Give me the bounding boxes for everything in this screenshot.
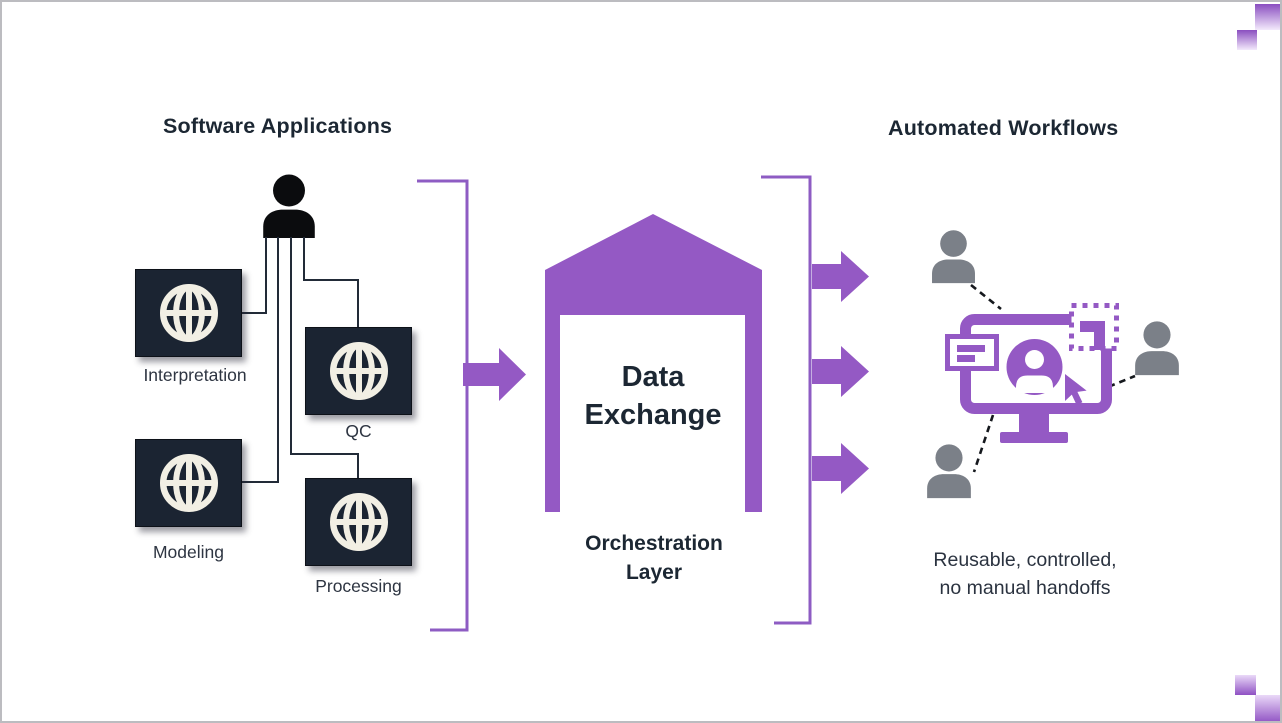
cursor-icon bbox=[1065, 374, 1087, 405]
corner-accent-bottom-right-small bbox=[1235, 675, 1256, 695]
workflow-illustration bbox=[945, 303, 1119, 443]
app-label-processing: Processing bbox=[315, 576, 402, 596]
dotted-selection-icon bbox=[1069, 303, 1119, 351]
app-connector-lines bbox=[240, 237, 359, 483]
app-box-processing bbox=[305, 478, 412, 566]
flow-arrow-icon bbox=[812, 443, 869, 494]
result-caption: Reusable, controlled, no manual handoffs bbox=[895, 546, 1155, 602]
user-icon bbox=[932, 230, 975, 284]
globe-icon bbox=[329, 492, 388, 552]
flow-arrow-icon bbox=[812, 346, 869, 397]
software-applications-title: Software Applications bbox=[163, 114, 393, 138]
avatar-icon bbox=[1006, 339, 1063, 395]
globe-icon bbox=[159, 283, 218, 343]
app-box-modeling bbox=[135, 439, 242, 527]
hub-caption: Orchestration Layer bbox=[585, 532, 723, 584]
app-box-qc bbox=[305, 327, 412, 415]
corner-accent-top-right-large bbox=[1255, 4, 1280, 30]
result-caption-line2: no manual handoffs bbox=[939, 577, 1111, 599]
result-caption-line1: Reusable, controlled, bbox=[933, 549, 1117, 571]
app-label-interpretation: Interpretation bbox=[143, 365, 247, 385]
user-icon bbox=[927, 444, 971, 499]
corner-accent-top-right-small bbox=[1237, 30, 1257, 50]
left-bracket bbox=[417, 179, 469, 632]
flow-arrow-icon bbox=[463, 348, 526, 401]
globe-icon bbox=[329, 341, 388, 401]
corner-accent-bottom-right-large bbox=[1255, 695, 1280, 721]
automated-workflows-title: Automated Workflows bbox=[888, 116, 1119, 140]
app-label-modeling: Modeling bbox=[152, 542, 225, 562]
hub-title: Data Exchange bbox=[584, 361, 722, 431]
app-label-qc: QC bbox=[345, 421, 372, 441]
user-icon bbox=[1135, 321, 1179, 376]
data-exchange-hub-icon bbox=[545, 214, 762, 512]
user-icon bbox=[263, 174, 315, 238]
dashed-connector-lines bbox=[970, 283, 1136, 473]
app-box-interpretation bbox=[135, 269, 242, 357]
id-card-icon bbox=[945, 334, 999, 371]
globe-icon bbox=[159, 453, 218, 513]
flow-arrow-icon bbox=[812, 251, 869, 302]
right-bracket bbox=[761, 175, 812, 625]
